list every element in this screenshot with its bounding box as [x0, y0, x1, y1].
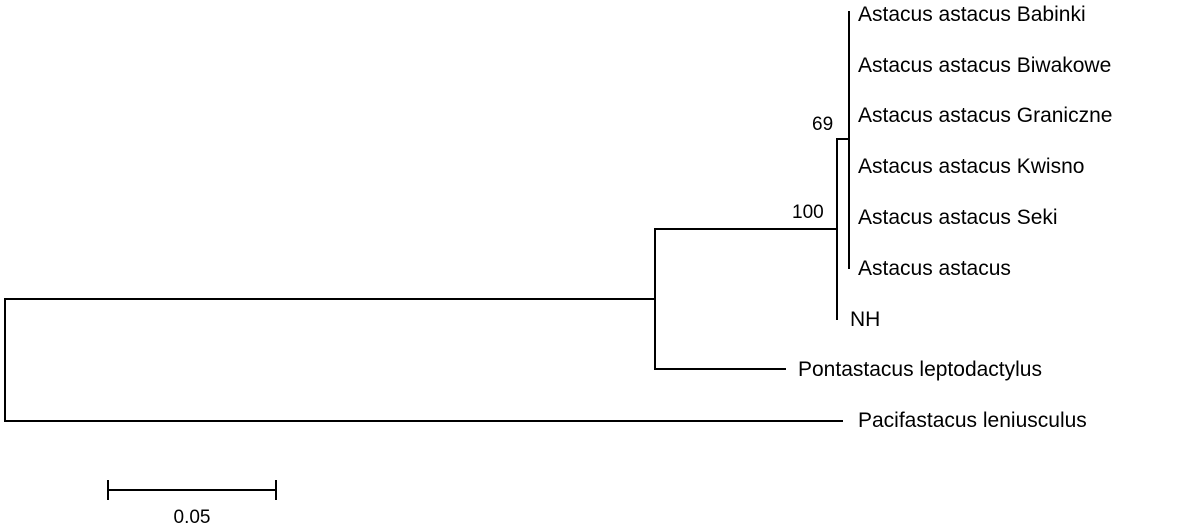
support-value-outer: 100: [792, 202, 824, 223]
tip-label-astacus-astacus: Astacus astacus: [858, 257, 1011, 280]
tree-branches: [4, 11, 850, 422]
tip-label-astacus-astacus-graniczne: Astacus astacus Graniczne: [858, 104, 1112, 127]
support-values: 69 100: [792, 114, 833, 223]
tip-label-nh: NH: [850, 308, 880, 331]
support-value-inner: 69: [812, 114, 833, 135]
scale-bar: 0.05: [107, 480, 277, 527]
tip-label-astacus-astacus-biwakowe: Astacus astacus Biwakowe: [858, 54, 1111, 77]
scale-bar-label: 0.05: [174, 507, 211, 527]
tip-label-pacifastacus-leniusculus: Pacifastacus leniusculus: [858, 409, 1087, 432]
tip-label-astacus-astacus-babinki: Astacus astacus Babinki: [858, 3, 1086, 26]
tip-label-pontastacus-leptodactylus: Pontastacus leptodactylus: [798, 358, 1042, 381]
tip-label-astacus-astacus-kwisno: Astacus astacus Kwisno: [858, 155, 1084, 178]
tip-label-astacus-astacus-seki: Astacus astacus Seki: [858, 206, 1058, 229]
tip-labels: Astacus astacus Babinki Astacus astacus …: [798, 3, 1112, 432]
